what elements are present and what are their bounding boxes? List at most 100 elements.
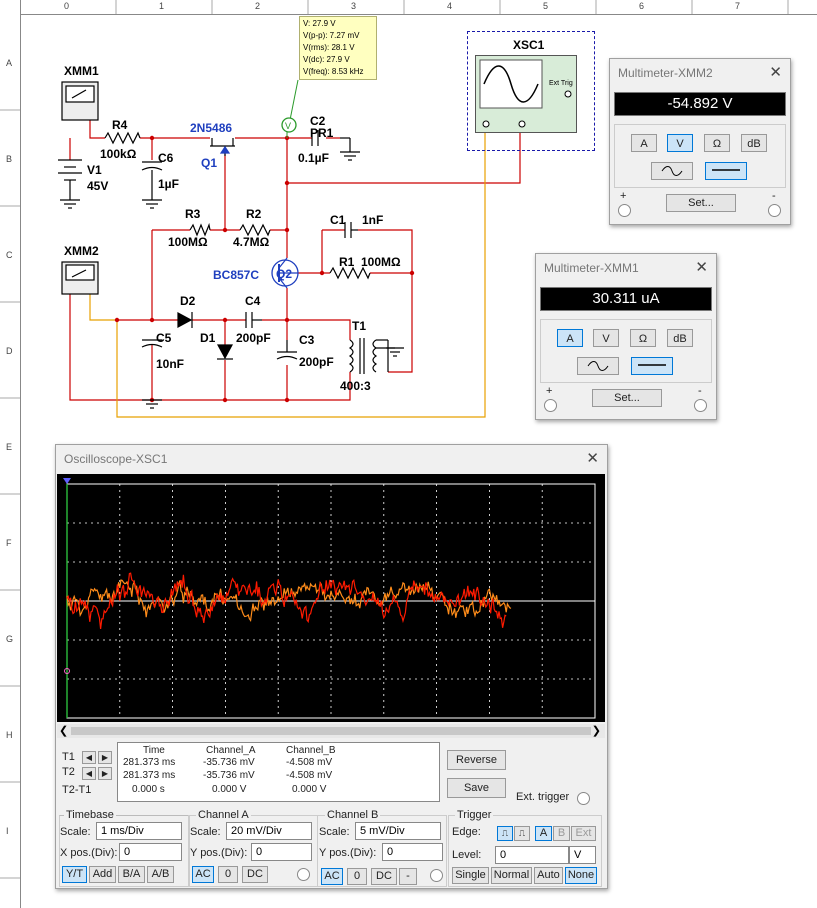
trigger-source-b-button[interactable]: B [553,826,570,841]
v1-value: 45V [87,179,108,193]
save-button[interactable]: Save [447,778,506,798]
scope-screen[interactable] [57,474,605,722]
minus-terminal[interactable] [768,204,781,217]
t1-left-arrow-icon[interactable]: ◀ [82,751,96,764]
c2-label: C2 [310,114,326,128]
amps-button[interactable]: A [557,329,583,347]
c2-value: 0.1µF [298,151,329,165]
channel-a-ac-button[interactable]: AC [192,866,214,883]
trigger-source-ext-button[interactable]: Ext [571,826,596,841]
ohms-button[interactable]: Ω [704,134,730,152]
scroll-thumb[interactable] [71,727,591,735]
trigger-level-input[interactable]: 0 [495,846,569,864]
db-button[interactable]: dB [741,134,767,152]
db-button[interactable]: dB [667,329,693,347]
none-mode-button[interactable]: None [565,867,597,884]
close-icon[interactable]: ✕ [586,450,599,467]
xsc1-label: XSC1 [513,38,545,52]
channel-a-terminal[interactable] [297,868,310,881]
normal-mode-button[interactable]: Normal [491,867,532,884]
components [58,81,404,409]
t2-right-arrow-icon[interactable]: ▶ [98,767,112,780]
t1-channel-b: -4.508 mV [286,757,333,768]
c4-label: C4 [245,294,261,308]
ext-trigger-terminal[interactable] [577,792,590,805]
reverse-button[interactable]: Reverse [447,750,506,770]
minus-terminal[interactable] [694,399,707,412]
channel-a-scale-input[interactable]: 20 mV/Div [226,822,312,840]
rising-edge-icon[interactable]: ⎍ [497,826,513,841]
probe-line: V(dc): 27.9 V [303,55,350,64]
close-icon[interactable]: ✕ [695,259,708,276]
xsc1-symbol[interactable] [475,55,577,133]
channel-b-terminal[interactable] [430,869,443,882]
plus-terminal[interactable] [544,399,557,412]
r4-label: R4 [112,118,128,132]
channel-b-zero-button[interactable]: 0 [347,868,367,885]
r2-value: 4.7MΩ [233,235,270,249]
timebase-scale-label: Scale: [60,826,91,838]
t2-channel-a: -35.736 mV [203,770,255,781]
multimeter-xmm1-window[interactable]: Multimeter-XMM1 ✕ 30.311 uA A V Ω dB + S… [535,253,717,420]
close-icon[interactable]: ✕ [769,64,782,81]
trigger-level-unit[interactable]: V [569,846,596,864]
channel-b-ypos-input[interactable]: 0 [382,843,443,861]
row-label: I [6,826,9,836]
single-mode-button[interactable]: Single [452,867,489,884]
add-mode-button[interactable]: Add [89,866,116,883]
channel-b-dc-button[interactable]: DC [371,868,397,885]
trigger-group [448,815,602,887]
level-label: Level: [452,849,482,861]
xsc1-selection[interactable] [467,31,595,151]
ab-mode-button[interactable]: A/B [147,866,174,883]
channel-b-ac-button[interactable]: AC [321,868,343,885]
channel-a-dc-button[interactable]: DC [242,866,268,883]
reading-display: 30.311 uA [540,287,712,311]
scroll-right-icon[interactable]: ❯ [591,725,601,737]
probe-v-glyph: V [285,121,291,131]
set-button[interactable]: Set... [666,194,736,212]
auto-mode-button[interactable]: Auto [534,867,563,884]
channel-a-zero-button[interactable]: 0 [218,866,238,883]
ac-mode-button[interactable] [651,162,693,180]
ba-mode-button[interactable]: B/A [118,866,145,883]
trigger-source-a-button[interactable]: A [535,826,552,841]
x-pos-input[interactable]: 0 [119,843,182,861]
amps-button[interactable]: A [631,134,657,152]
scroll-left-icon[interactable]: ❮ [59,725,69,737]
channel-a-ypos-input[interactable]: 0 [251,843,312,861]
yt-mode-button[interactable]: Y/T [62,866,87,883]
plus-terminal[interactable] [618,204,631,217]
falling-edge-icon[interactable]: ⎍ [514,826,530,841]
dc-mode-button[interactable] [705,162,747,180]
probe-pr1 [281,79,299,138]
probe-readout: V: 27.9 V V(p-p): 7.27 mV V(rms): 28.1 V… [299,16,377,80]
col-label: 7 [735,1,741,11]
timebase-scale-input[interactable]: 1 ms/Div [96,822,182,840]
ac-wave-icon [587,361,609,371]
ac-mode-button[interactable] [577,357,619,375]
ac-wave-icon [661,166,683,176]
set-button[interactable]: Set... [592,389,662,407]
c5-value: 10nF [156,357,184,371]
volts-button[interactable]: V [593,329,619,347]
reading-display: -54.892 V [614,92,786,116]
c6-value: 1µF [158,177,179,191]
volts-button[interactable]: V [667,134,693,152]
t1-right-arrow-icon[interactable]: ▶ [98,751,112,764]
channel-b-scale-input[interactable]: 5 mV/Div [355,822,441,840]
plus-terminal-label: + [620,190,627,202]
ohms-button[interactable]: Ω [630,329,656,347]
channel-b-invert-button[interactable]: - [399,868,417,885]
dt-channel-b: 0.000 V [292,784,327,795]
dc-mode-button[interactable] [631,357,673,375]
row-label: H [6,730,13,740]
channel-a-title: Channel A [196,809,251,821]
dc-line-icon [638,364,666,366]
horizontal-scrollbar[interactable]: ❮ ❯ [57,724,605,738]
row-label: D [6,346,13,356]
multimeter-xmm2-window[interactable]: Multimeter-XMM2 ✕ -54.892 V A V Ω dB + S… [609,58,791,225]
t2-left-arrow-icon[interactable]: ◀ [82,767,96,780]
c1-label: C1 [330,213,346,227]
